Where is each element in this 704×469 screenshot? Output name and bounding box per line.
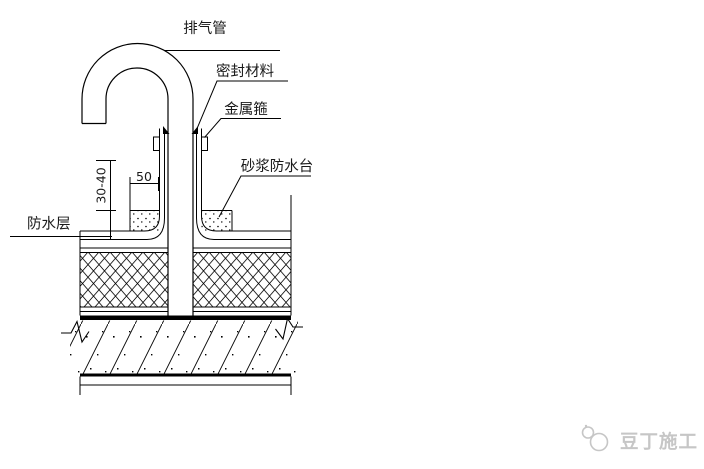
metal-hoops: [153, 136, 208, 151]
seal-wedge-left: [163, 126, 170, 134]
mortar-platform-right: [201, 210, 232, 231]
label-vent-pipe: 排气管: [183, 20, 227, 37]
dim-height-lines: [96, 160, 116, 240]
slab-bottom-band: [80, 373, 291, 377]
leader-metal-hoop: [204, 118, 281, 138]
label-metal-hoop: 金属箍: [224, 101, 268, 118]
leader-mortar-platform: [218, 175, 311, 218]
seal-wedge-right: [191, 126, 198, 134]
sealing-material-wedges: [163, 126, 198, 134]
label-waterproof-layer: 防水层: [27, 216, 71, 233]
dimension-lines: [96, 160, 159, 240]
break-mark-right: [275, 317, 303, 341]
mortar-platforms: [129, 210, 233, 231]
dim-platform-height: 30-40: [94, 167, 109, 203]
label-sealing-material: 密封材料: [216, 63, 274, 80]
label-mortar-platform: 砂浆防水台: [241, 157, 314, 175]
dim-width-lines: [129, 177, 159, 211]
insulation-layer-left: [80, 253, 168, 307]
watermark-icon-body: [589, 432, 609, 452]
bottom-edge-stubs: [79, 376, 292, 395]
watermark-icon: [581, 426, 595, 439]
watermark-logo: 豆丁施工: [581, 424, 698, 453]
mortar-platform-left-border: [129, 210, 160, 231]
break-mark-left: [61, 319, 90, 344]
roof-layers: [61, 128, 303, 395]
insulation-border-lines: [80, 252, 291, 308]
watermark-text: 豆丁施工: [620, 431, 698, 453]
flashing-left-inner: [80, 128, 165, 240]
concrete-slab-hatch: [70, 320, 298, 374]
leader-lines: [10, 50, 311, 237]
metal-hoop-left: [153, 136, 160, 151]
watermark-icon-sprout: [584, 424, 588, 428]
flashing-right-inner: [196, 128, 291, 240]
mortar-platform-right-border: [201, 210, 233, 231]
pipe-inner-wall: [105, 67, 169, 316]
vent-pipe: [81, 42, 194, 316]
dim-platform-width: 50: [136, 169, 152, 184]
metal-hoop-right: [201, 136, 208, 151]
insulation-layer-right: [193, 253, 291, 307]
slab-top-band: [80, 315, 291, 320]
pipe-outer-wall: [81, 42, 194, 316]
mortar-platform-left: [130, 210, 160, 231]
leader-sealing-material: [195, 80, 288, 132]
